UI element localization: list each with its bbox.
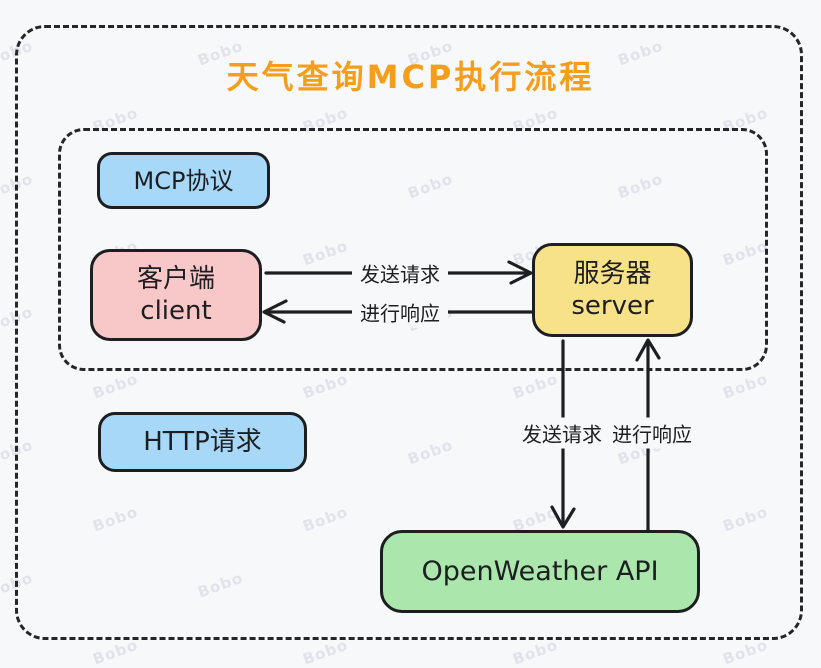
node-mcp-protocol-label: MCP协议: [133, 166, 234, 195]
outer-dashed-frame: [15, 25, 803, 640]
diagram-title: 天气查询MCP执行流程: [226, 58, 595, 96]
node-openweather-api-label: OpenWeather API: [421, 555, 659, 587]
node-http-request-label: HTTP请求: [143, 426, 262, 457]
node-server-label-zh: 服务器: [573, 258, 652, 289]
mcp-protocol-dashed-frame: [58, 128, 768, 371]
edge-label-send-request-top: 发送请求: [352, 257, 448, 289]
edge-label-send-request-vertical: 发送请求: [517, 417, 607, 449]
node-server: 服务器 server: [532, 243, 693, 337]
node-client-label-zh: 客户端: [136, 263, 215, 294]
node-openweather-api: OpenWeather API: [380, 530, 700, 613]
node-client-label-en: client: [140, 296, 212, 326]
node-mcp-protocol: MCP协议: [97, 152, 270, 209]
edge-label-respond-top: 进行响应: [352, 296, 448, 328]
node-http-request: HTTP请求: [98, 412, 307, 472]
edge-label-respond-vertical: 进行响应: [607, 417, 697, 449]
node-client: 客户端 client: [90, 249, 262, 341]
node-server-label-en: server: [571, 291, 654, 321]
